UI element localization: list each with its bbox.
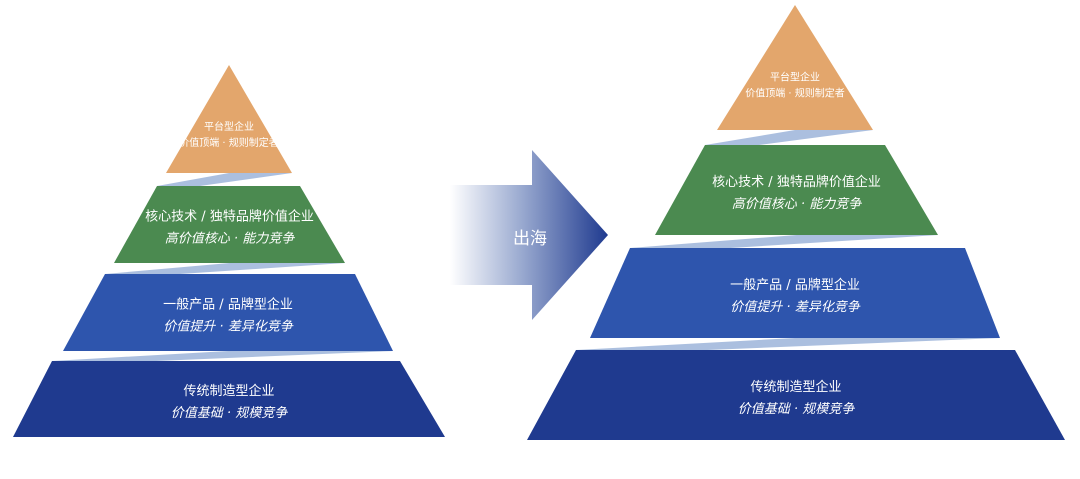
chuhai-arrow: 出海	[450, 150, 608, 320]
layer-shape	[717, 5, 873, 130]
layer-shape	[63, 274, 393, 351]
layer-title: 一般产品 / 品牌型企业	[163, 297, 293, 313]
layer-subtitle: 价值提升 · 差异化竞争	[163, 320, 293, 335]
layer-shape	[166, 65, 292, 173]
layer-shape	[13, 361, 445, 437]
layer-shape	[527, 350, 1065, 440]
layer-title: 传统制造型企业	[183, 383, 274, 399]
layer-shape	[590, 248, 1000, 338]
layer-shape	[655, 145, 938, 235]
layer-subtitle: 价值基础 · 规模竞争	[171, 406, 288, 421]
arrow-label: 出海	[513, 229, 547, 249]
layer-title: 核心技术 / 独特品牌价值企业	[145, 209, 314, 225]
layer-shape	[114, 186, 345, 263]
layer-subtitle: 高价值核心 · 能力竞争	[732, 197, 862, 212]
layer-subtitle: 价值顶端 · 规则制定者	[745, 87, 845, 100]
layer-subtitle: 价值顶端 · 规则制定者	[179, 136, 279, 149]
layer-subtitle: 价值提升 · 差异化竞争	[730, 300, 860, 315]
layer-title: 一般产品 / 品牌型企业	[730, 277, 860, 293]
layer-connector	[52, 351, 393, 361]
layer-title: 平台型企业	[770, 71, 820, 84]
layer-subtitle: 价值基础 · 规模竞争	[738, 402, 855, 417]
layer-connector	[630, 235, 938, 248]
layer-connector	[576, 338, 1000, 350]
layer-subtitle: 高价值核心 · 能力竞争	[165, 232, 295, 247]
layer-connector	[105, 263, 345, 274]
layer-title: 传统制造型企业	[750, 379, 841, 395]
layer-connector	[157, 173, 292, 186]
layer-connector	[705, 130, 873, 145]
arrow-right-icon	[450, 150, 608, 320]
layer-title: 核心技术 / 独特品牌价值企业	[712, 174, 881, 190]
layer-title: 平台型企业	[204, 120, 254, 133]
